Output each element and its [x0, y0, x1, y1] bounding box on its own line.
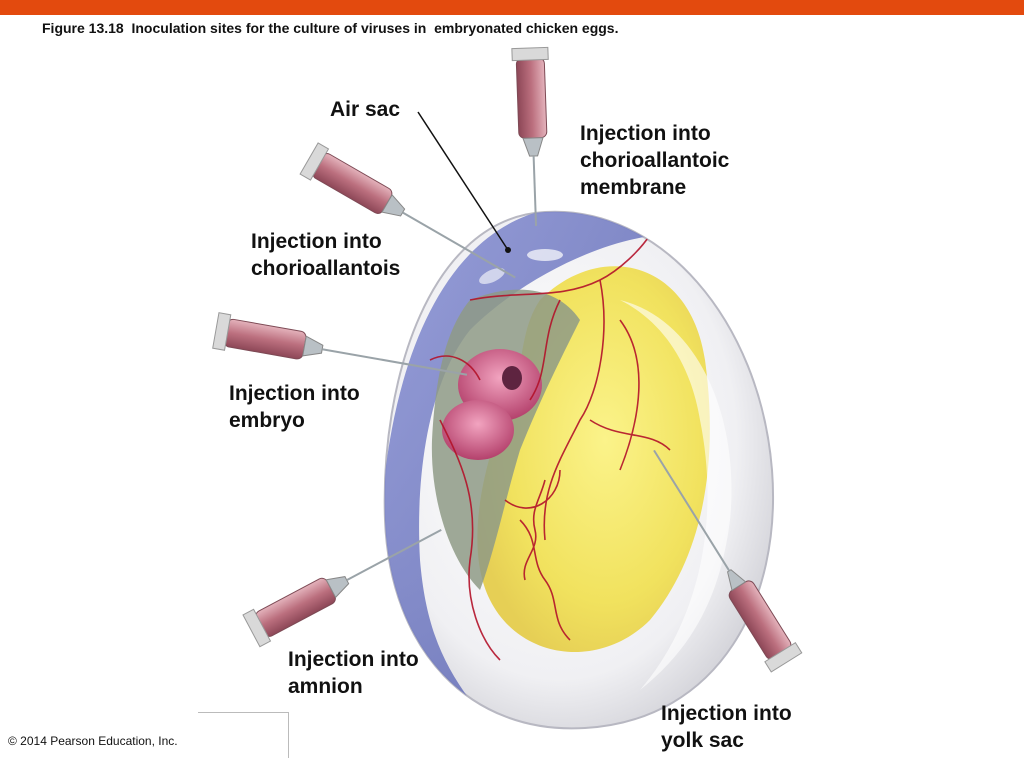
label-yolk-sac: Injection into yolk sac	[661, 702, 792, 752]
copyright-notice: © 2014 Pearson Education, Inc.	[8, 734, 178, 748]
figure-title: Figure 13.18 Inoculation sites for the c…	[42, 20, 619, 36]
syringe-icon	[242, 529, 442, 648]
blood-vessels	[429, 234, 671, 661]
air-sac-leader	[417, 111, 509, 251]
label-air-sac: Air sac	[330, 98, 401, 121]
label-chorioallantois: Injection into chorioallantois	[251, 230, 401, 280]
footer-divider	[198, 712, 288, 713]
syringe-icon	[653, 449, 803, 673]
label-amnion: Injection into amnion	[288, 648, 419, 698]
syringe-icon	[511, 46, 549, 226]
title-bar	[0, 0, 1024, 15]
footer-divider-vertical	[288, 712, 289, 758]
syringe-icon	[299, 142, 516, 279]
label-embryo: Injection into embryo	[229, 382, 360, 432]
embryo	[442, 349, 542, 460]
label-chorioallantoic-membrane: Injection into chorioallantoic membrane	[580, 122, 730, 199]
syringe-icon	[212, 312, 468, 376]
air-sac	[384, 211, 660, 700]
